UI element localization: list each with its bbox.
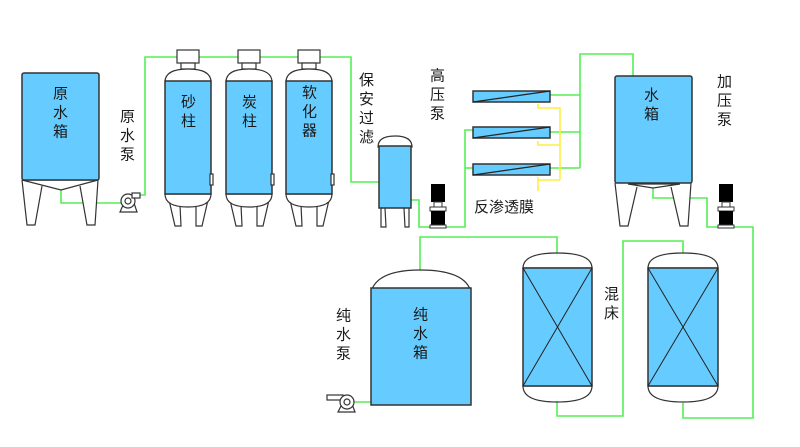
raw-tank-label: 原水箱 <box>51 86 69 143</box>
water-tank-cone <box>627 183 681 189</box>
pipe-water-tank-to-booster <box>652 186 720 228</box>
ro-membrane-3-diagonal <box>472 163 551 176</box>
ro-membranes: 反渗透膜 <box>472 90 551 216</box>
mixed-bed-2-cross-b <box>647 267 719 387</box>
pure-pump-label: 纯水泵 <box>334 308 352 365</box>
hp-pump-label: 高压泵 <box>428 68 446 125</box>
concentrate-line-3 <box>537 177 560 181</box>
hp-pump-body <box>431 211 445 226</box>
mixed-bed-label: 混床 <box>602 286 620 324</box>
carbon-port <box>270 173 275 186</box>
carbon-neck <box>241 62 257 70</box>
ro-membrane-2 <box>472 126 551 139</box>
water-tank-label: 水箱 <box>642 87 660 125</box>
hp-pump-motor <box>431 184 445 202</box>
security-filter: 保安过滤 <box>357 72 413 228</box>
pipe-softener-to-filter <box>319 56 380 183</box>
mixed-bed-2-bottom-dome <box>647 385 719 403</box>
booster-pump-base <box>717 224 735 229</box>
hp-pump-flange <box>429 206 447 212</box>
pipe-filter-to-hp-pump <box>410 199 433 228</box>
ro-membrane-1 <box>472 90 551 103</box>
softener-dome <box>285 68 333 83</box>
softener-body <box>285 80 333 195</box>
sand-column: 砂柱 <box>164 49 214 227</box>
pure-water-tank: 纯水箱 <box>370 269 472 406</box>
pure-tank-body <box>370 287 472 406</box>
ro-membrane-1-diagonal <box>472 90 551 103</box>
raw-pump-impeller <box>124 197 132 205</box>
sand-port <box>209 173 214 186</box>
mixed-bed-1-top-dome <box>522 252 593 269</box>
pipe-pump-to-sand <box>138 56 178 196</box>
pipe-permeate-header <box>579 53 634 168</box>
carbon-dome <box>225 68 273 83</box>
filter-label: 保安过滤 <box>357 72 375 148</box>
sand-label: 砂柱 <box>179 94 197 132</box>
booster-pump-flange <box>717 206 735 212</box>
raw-water-pump: 原水泵 <box>118 109 141 213</box>
ro-membrane-2-diagonal <box>472 126 551 139</box>
pipe-bed1-to-pure-tank <box>419 236 558 282</box>
mixed-bed-1-bottom-dome <box>522 385 593 403</box>
concentrate-line-1 <box>537 104 561 180</box>
booster-pump-label: 加压泵 <box>715 74 733 131</box>
raw-pump-outlet <box>131 192 141 199</box>
raw-pump-label: 原水泵 <box>118 109 136 166</box>
pure-pump-impeller <box>343 398 351 406</box>
filter-leg-left <box>380 207 387 228</box>
carbon-label: 炭柱 <box>240 94 258 132</box>
mixed-bed-2-top-dome <box>647 252 719 269</box>
raw-tank-leg-right <box>79 179 99 226</box>
water-tank-body <box>614 75 693 184</box>
filter-dome <box>377 135 413 148</box>
sand-neck <box>180 62 196 70</box>
pipe-bed2-to-bed1 <box>556 240 684 417</box>
high-pressure-pump: 高压泵 <box>428 68 447 229</box>
softener-cap <box>297 49 321 64</box>
sand-bottom <box>164 193 212 208</box>
booster-pump-coupling <box>721 201 731 208</box>
mixed-bed-1-cross-b <box>522 267 593 387</box>
intermediate-water-tank: 水箱 <box>614 75 693 227</box>
pipe-raw-tank-to-pump <box>60 190 123 204</box>
raw-tank-leg-left <box>21 179 43 226</box>
booster-pump-motor <box>719 184 733 202</box>
sand-body <box>164 80 212 195</box>
sand-dome <box>164 68 212 83</box>
carbon-body <box>225 80 273 195</box>
hp-pump-base <box>429 224 447 229</box>
booster-pump: 加压泵 <box>715 74 735 229</box>
ro-membrane-3 <box>472 163 551 176</box>
softener-port <box>330 173 335 186</box>
filter-body <box>378 145 412 209</box>
pure-water-pump: 纯水泵 <box>326 308 356 413</box>
water-tank-leg-left <box>614 182 638 227</box>
pure-tank-label: 纯水箱 <box>411 307 429 364</box>
concentrate-line-2 <box>537 141 560 146</box>
softener-neck <box>301 62 317 70</box>
raw-tank-body <box>21 72 100 181</box>
hp-pump-coupling <box>433 201 443 208</box>
pure-tank-dome <box>371 269 471 290</box>
softener-label: 软化器 <box>300 85 318 142</box>
pipes <box>60 53 754 419</box>
carbon-cap <box>237 49 261 64</box>
mixed-bed-1 <box>522 252 593 403</box>
carbon-bottom <box>225 193 273 208</box>
softener-column: 软化器 <box>285 49 335 227</box>
water-tank-leg-right <box>670 182 692 227</box>
carbon-column: 炭柱 <box>225 49 275 227</box>
raw-water-tank: 原水箱 <box>21 72 100 226</box>
filter-leg-right <box>403 207 410 228</box>
softener-bottom <box>285 193 333 208</box>
ro-membrane-label: 反渗透膜 <box>474 198 534 216</box>
mixed-bed-2 <box>647 252 719 403</box>
pipe-booster-to-bed <box>682 226 754 419</box>
booster-pump-body <box>719 211 733 226</box>
sand-cap <box>176 49 200 64</box>
pipe-hp-pump-to-membranes <box>446 129 474 228</box>
